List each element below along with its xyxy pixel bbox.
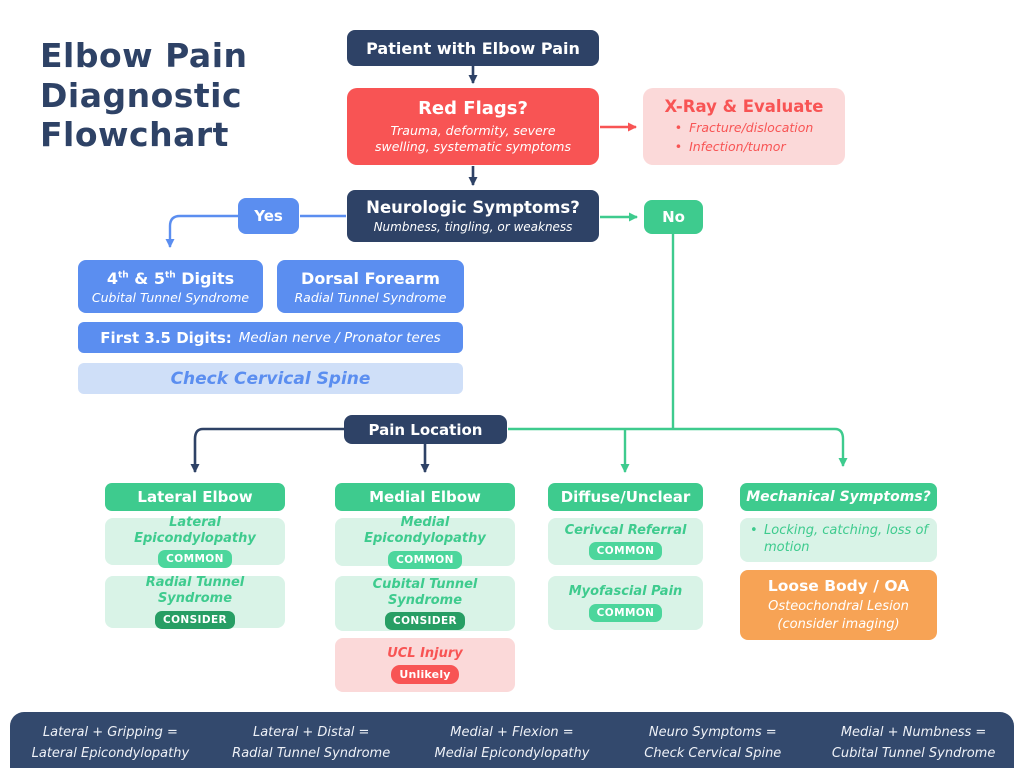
node-red-flags: Red Flags? Trauma, deformity, severe swe… [347,88,599,165]
footer-rule: Neuro Symptoms = [648,725,777,740]
column-header-label: Mechanical Symptoms? [746,489,931,505]
node-4th-5th-digits: 4th & 5th Digits Cubital Tunnel Syndrome [78,260,263,313]
footer-result: Lateral Epicondylopathy [31,745,190,761]
node-title: 4th & 5th Digits [106,268,235,288]
diagnosis-card-cervical-referral: Cerivcal Referral COMMON [548,518,703,565]
page-title: Elbow Pain Diagnostic Flowchart [40,36,320,155]
likelihood-badge: COMMON [158,550,232,569]
node-xray-evaluate: X-Ray & Evaluate Fracture/dislocation In… [643,88,845,165]
diagnosis-card-loose-body-oa: Loose Body / OA Osteochondral Lesion (co… [740,570,937,640]
node-patient-with-elbow-pain: Patient with Elbow Pain [347,30,599,66]
footer-legend-item: Lateral + Distal = Radial Tunnel Syndrom… [211,723,412,765]
diagnosis-title: Loose Body / OA [767,576,910,595]
diagnosis-label: UCL Injury [387,645,463,661]
node-check-cervical-spine: Check Cervical Spine [78,363,463,394]
footer-result: Check Cervical Spine [644,745,782,761]
likelihood-badge: COMMON [588,603,663,622]
column-header-lateral-elbow: Lateral Elbow [105,483,285,511]
xray-bullet: Fracture/dislocation [675,119,813,138]
diagnosis-card-radial-tunnel-syndrome: Radial Tunnel Syndrome CONSIDER [105,575,285,629]
column-header-diffuse-unclear: Diffuse/Unclear [548,483,703,511]
mechanical-symptoms-bullet: Locking, catching, loss of motion [740,523,937,557]
node-title: Red Flags? [418,97,528,119]
node-dorsal-forearm: Dorsal Forearm Radial Tunnel Syndrome [277,260,464,313]
footer-legend-bar: Lateral + Gripping = Lateral Epicondylop… [10,712,1014,768]
diagnosis-card-cubital-tunnel-syndrome: Cubital Tunnel Syndrome CONSIDER [335,576,515,631]
node-neurologic-symptoms: Neurologic Symptoms? Numbness, tingling,… [347,190,599,242]
column-header-label: Lateral Elbow [137,488,253,506]
footer-result: Cubital Tunnel Syndrome [831,745,996,761]
diagnosis-label: Cerivcal Referral [564,522,687,538]
xray-bullet-list: Fracture/dislocation Infection/tumor [675,119,814,157]
diagnosis-card-medial-epicondylopathy: Medial Epicondylopathy COMMON [335,515,515,569]
node-subtitle: Cubital Tunnel Syndrome [91,289,250,305]
column-header-medial-elbow: Medial Elbow [335,483,515,511]
page-title-line: Diagnostic [40,75,243,115]
page-title-line: Elbow Pain [40,36,248,75]
likelihood-badge: Unlikely [391,665,459,685]
node-subtitle: Radial Tunnel Syndrome [294,289,447,305]
branch-label: Yes [254,207,283,225]
mechanical-symptoms-bullet-card: Locking, catching, loss of motion [740,518,937,562]
footer-legend-item: Medial + Numbness = Cubital Tunnel Syndr… [813,723,1014,765]
page-title-line: Flowchart [40,115,229,155]
node-pain-location: Pain Location [344,415,507,444]
node-label: Check Cervical Spine [170,368,371,389]
branch-label: No [662,208,685,226]
footer-legend-item: Lateral + Gripping = Lateral Epicondylop… [10,723,211,765]
column-header-mechanical-symptoms: Mechanical Symptoms? [740,483,937,511]
branch-label-yes: Yes [238,198,299,234]
diagnosis-label: Radial Tunnel Syndrome [145,575,245,606]
footer-rule: Medial + Flexion = [450,725,574,740]
likelihood-badge: COMMON [588,542,663,561]
node-first-3-5-digits: First 3.5 Digits: Median nerve / Pronato… [78,322,463,353]
diagnosis-label: Cubital Tunnel Syndrome [372,576,478,608]
diagnosis-label: Myofascial Pain [568,584,683,600]
column-header-label: Diffuse/Unclear [560,488,691,506]
footer-rule: Lateral + Gripping = [42,725,178,740]
node-subtitle: Median nerve / Pronator teres [238,329,441,346]
xray-bullet: Infection/tumor [675,138,814,157]
node-label: Patient with Elbow Pain [366,38,580,58]
node-title: Dorsal Forearm [301,268,440,288]
node-title: First 3.5 Digits: [100,328,232,347]
node-title: X-Ray & Evaluate [664,96,824,116]
branch-label-no: No [644,200,703,234]
diagnosis-subtitle: Osteochondral Lesion (consider imaging) [768,598,909,632]
footer-legend-item: Neuro Symptoms = Check Cervical Spine [612,723,813,765]
node-subtitle: Trauma, deformity, severe swelling, syst… [375,122,571,154]
footer-result: Medial Epicondylopathy [434,745,590,761]
column-header-label: Medial Elbow [369,488,481,506]
footer-result: Radial Tunnel Syndrome [232,745,391,761]
likelihood-badge: CONSIDER [154,610,236,629]
diagnosis-label: Lateral Epicondylopathy [134,514,256,546]
footer-rule: Medial + Numbness = [840,725,987,740]
footer-legend-item: Medial + Flexion = Medial Epicondylopath… [412,723,613,765]
diagnosis-card-ucl-injury: UCL Injury Unlikely [335,638,515,692]
node-title: Neurologic Symptoms? [366,198,580,217]
node-label: Pain Location [368,420,483,439]
footer-rule: Lateral + Distal = [252,725,370,740]
diagnosis-card-myofascial-pain: Myofascial Pain COMMON [548,576,703,630]
diagnosis-label: Medial Epicondylopathy [364,515,486,546]
node-subtitle: Numbness, tingling, or weakness [373,220,573,234]
likelihood-badge: COMMON [388,550,462,569]
diagnosis-card-lateral-epicondylopathy: Lateral Epicondylopathy COMMON [105,514,285,569]
likelihood-badge: CONSIDER [384,612,466,631]
